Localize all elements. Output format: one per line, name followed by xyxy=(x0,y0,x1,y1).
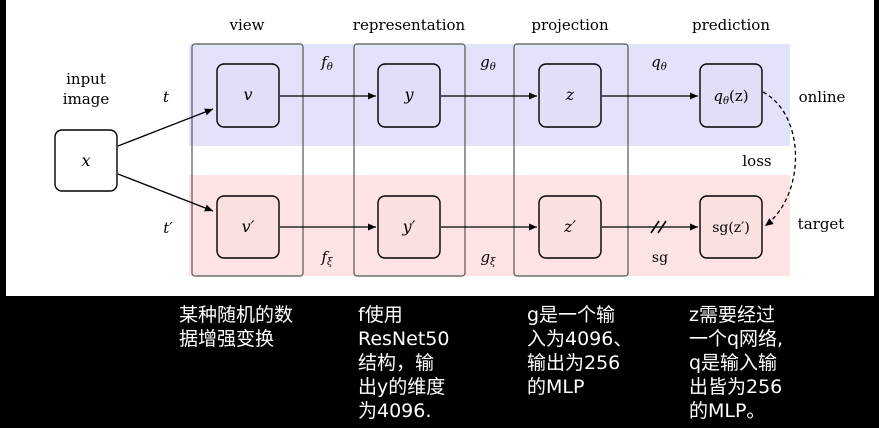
target-f-label: fξ xyxy=(320,248,333,268)
online-representation-label: y xyxy=(403,85,414,104)
target-projection-label: z′ xyxy=(563,217,576,236)
input-node-box xyxy=(54,129,118,192)
augment-online-arrow xyxy=(117,108,214,147)
target-sg-label: sg xyxy=(652,250,668,266)
header-representation: representation xyxy=(353,16,466,34)
target-representation-node xyxy=(377,195,441,259)
target-g-label: gξ xyxy=(480,248,496,268)
augment-target-label: t′ xyxy=(163,219,173,237)
header-prediction: prediction xyxy=(692,16,770,34)
header-projection: projection xyxy=(531,16,609,34)
target-representation-label: y′ xyxy=(402,217,416,236)
view-column-frame xyxy=(191,43,304,277)
input-label-line1: input xyxy=(66,70,106,88)
online-g-label: gθ xyxy=(480,53,496,73)
loss-label: loss xyxy=(742,152,771,170)
online-projection-node xyxy=(538,63,602,128)
online-prediction-node xyxy=(699,63,763,128)
target-prediction-node xyxy=(699,195,763,259)
header-view: view xyxy=(229,16,265,34)
stop-gradient-mark-2 xyxy=(657,220,667,234)
stop-gradient-mark-1 xyxy=(650,220,660,234)
caption-representation: f使用 ResNet50 结构，输 出y的维度 为4096. xyxy=(358,304,450,422)
online-prediction-label: qθ(z) xyxy=(713,87,748,107)
projection-column-frame xyxy=(513,43,629,277)
architecture-diagram: view representation projection predictio… xyxy=(54,16,846,277)
online-q-label: qθ xyxy=(651,53,667,73)
input-label-line2: image xyxy=(63,90,110,108)
online-view-node xyxy=(216,63,280,128)
target-row-label: target xyxy=(798,215,845,233)
target-view-label: v′ xyxy=(242,217,255,236)
representation-column-frame xyxy=(353,43,466,277)
caption-projection: g是一个输 入为4096、 输出为256 的MLP xyxy=(527,304,633,398)
byol-diagram-figure: view representation projection predictio… xyxy=(6,0,874,296)
target-projection-node xyxy=(538,195,602,259)
online-view-label: v xyxy=(243,85,252,104)
target-prediction-label: sg(z′) xyxy=(712,220,750,236)
augment-online-label: t xyxy=(163,88,170,106)
online-f-label: fθ xyxy=(320,53,333,73)
online-representation-node xyxy=(377,63,441,128)
online-projection-label: z xyxy=(565,85,575,104)
caption-prediction: z需要经过 一个q网络, q是输入输 出皆为256 的MLP。 xyxy=(689,304,784,422)
loss-curve xyxy=(762,91,797,227)
online-row-label: online xyxy=(799,88,846,106)
input-node-label: x xyxy=(81,151,90,170)
target-view-node xyxy=(216,195,280,259)
caption-view: 某种随机的数 据增强变换 xyxy=(179,304,294,350)
augment-target-arrow xyxy=(117,173,214,212)
